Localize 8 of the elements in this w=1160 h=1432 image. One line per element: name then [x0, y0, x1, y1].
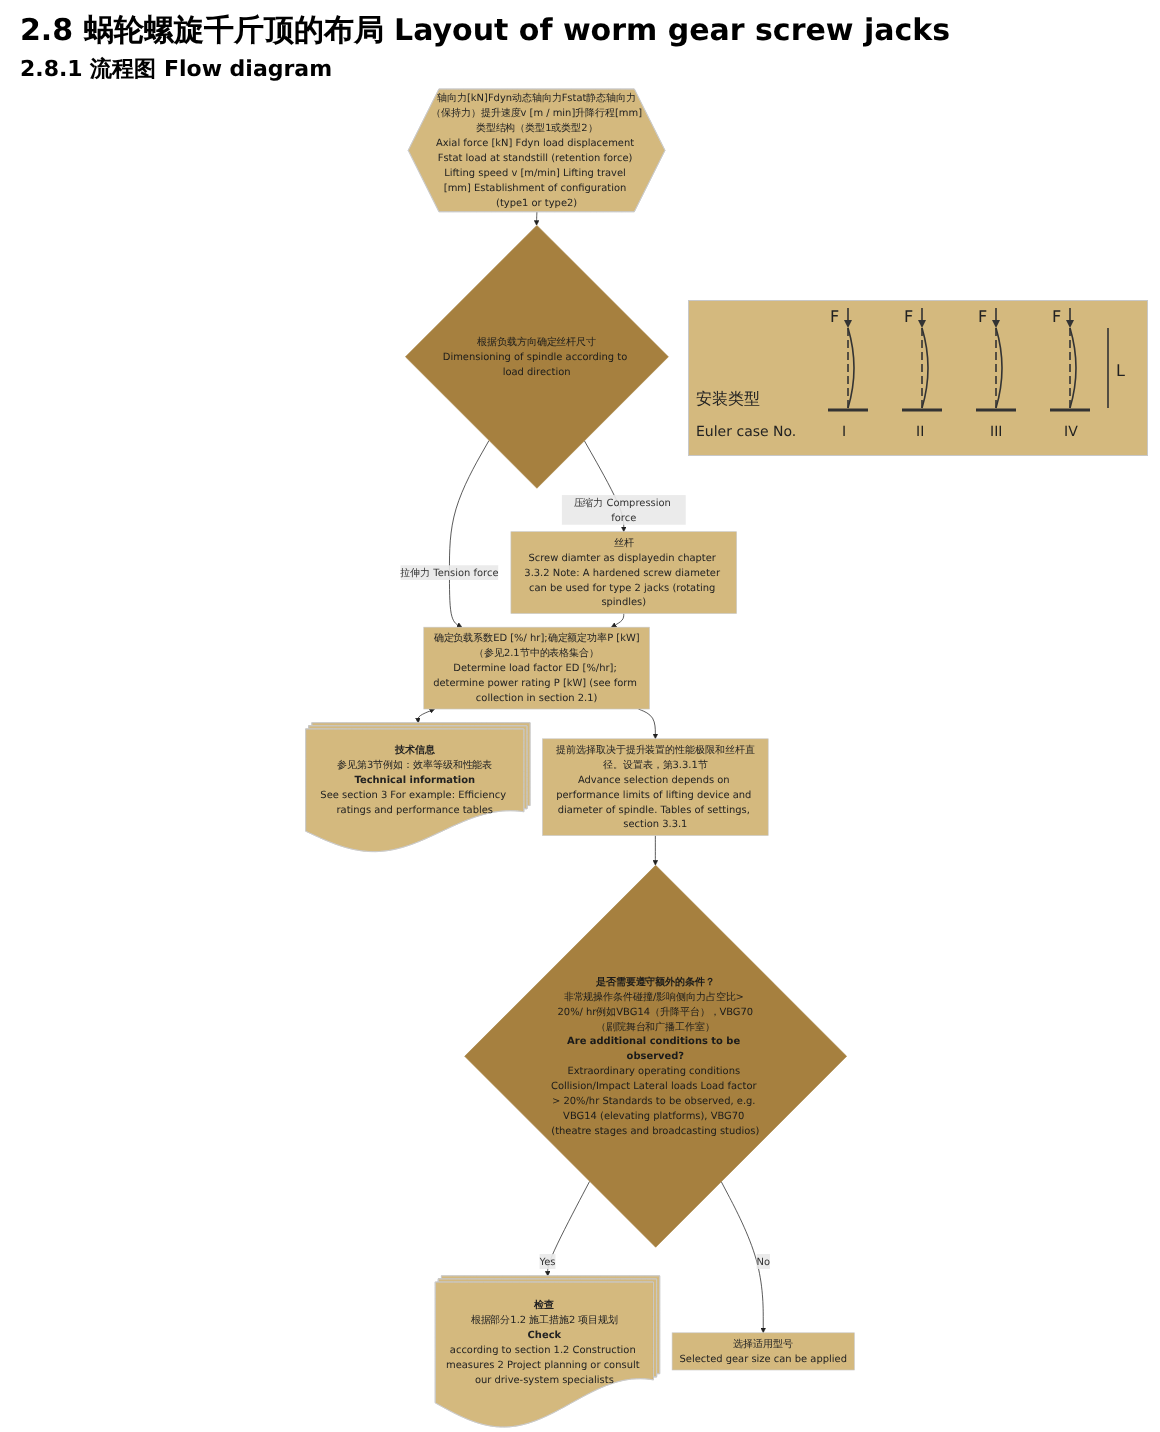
mounting-type-label: 安装类型: [696, 390, 760, 408]
force-label: F: [1052, 308, 1062, 326]
force-label: F: [830, 308, 840, 326]
title: 2.8 蜗轮螺旋千斤顶的布局 Layout of worm gear screw jacks: [20, 12, 953, 50]
length-label: L: [1116, 362, 1125, 380]
force-label: F: [978, 308, 988, 326]
force-label: F: [904, 308, 914, 326]
subtitle: 2.8.1 流程图 Flow diagram: [20, 54, 333, 84]
